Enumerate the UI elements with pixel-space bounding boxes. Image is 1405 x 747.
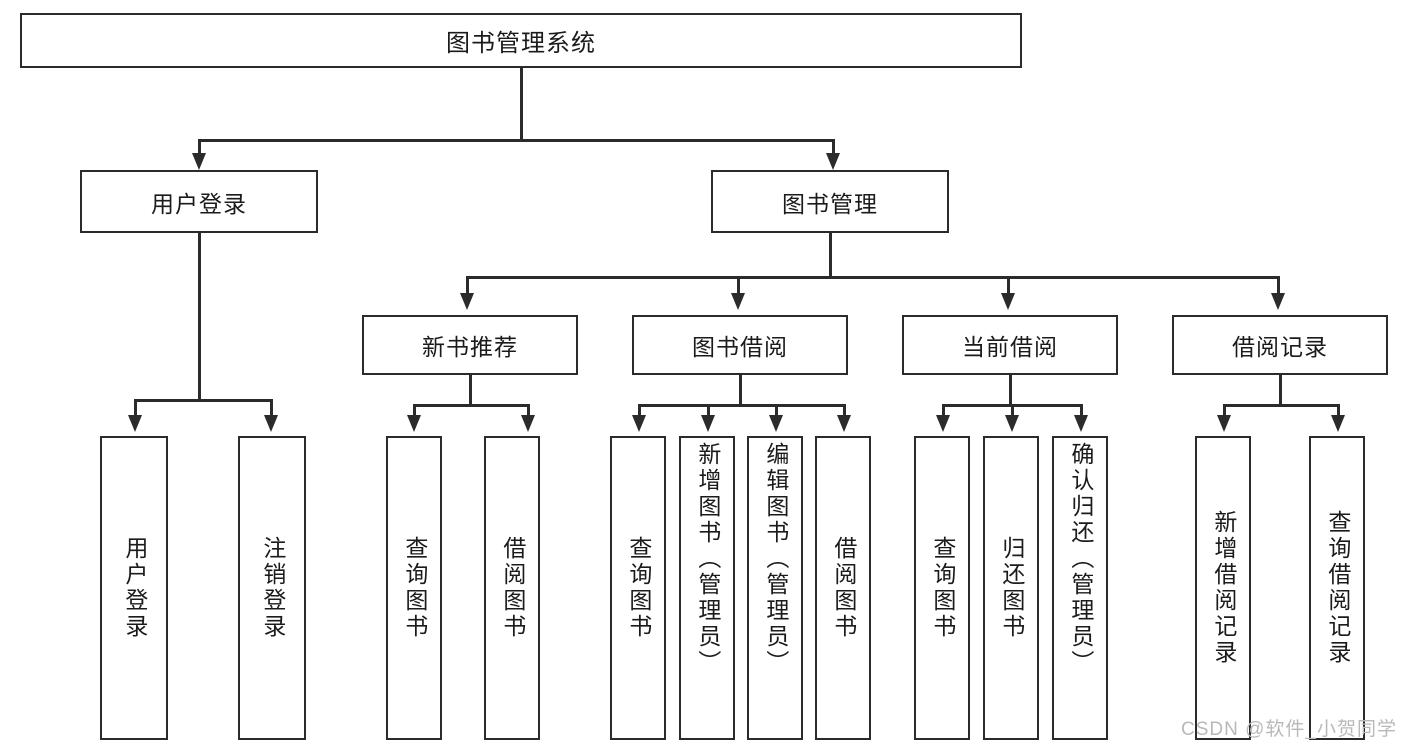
leaf-borrow-borrow-book[interactable]: 借阅图书	[815, 436, 871, 740]
connector-borrow-to-leaf3	[775, 404, 778, 420]
connector-record-to-leaf2	[1337, 404, 1340, 420]
arrow-current-to-leaf3	[1074, 415, 1088, 432]
node-borrow-record[interactable]: 借阅记录	[1172, 315, 1388, 375]
connector-recommend-stem	[469, 375, 472, 405]
arrow-bookmgmt-to-n1	[460, 293, 474, 310]
leaf-logout[interactable]: 注销登录	[238, 436, 306, 740]
leaf-recommend-query-book[interactable]: 查询图书	[386, 436, 442, 740]
connector-bookmgmt-stem	[829, 233, 832, 277]
node-user-login[interactable]: 用户登录	[80, 170, 318, 233]
arrow-current-to-leaf1	[936, 415, 950, 432]
leaf-borrow-edit-book-admin[interactable]: 编辑图书（管理员）	[747, 436, 803, 740]
arrow-borrow-to-leaf3	[769, 415, 783, 432]
connector-borrow-bus	[638, 404, 846, 407]
csdn-watermark: CSDN @软件_小贺同学	[1181, 719, 1397, 740]
arrow-borrow-to-leaf4	[837, 415, 851, 432]
arrow-borrow-to-leaf2	[701, 415, 715, 432]
node-label: 当前借阅	[962, 334, 1058, 360]
node-label: 借阅图书	[499, 536, 526, 640]
arrow-bookmgmt-to-n4	[1271, 293, 1285, 310]
node-label: 新增图书（管理员）	[694, 442, 721, 676]
leaf-current-query-book[interactable]: 查询图书	[914, 436, 970, 740]
leaf-borrow-add-book-admin[interactable]: 新增图书（管理员）	[679, 436, 735, 740]
node-label: 查询图书	[401, 536, 428, 640]
leaf-record-add-record[interactable]: 新增借阅记录	[1195, 436, 1251, 740]
node-label: 查询借阅记录	[1324, 510, 1351, 666]
arrow-record-to-leaf1	[1217, 415, 1231, 432]
arrow-recommend-to-leaf1	[407, 415, 421, 432]
node-book-management[interactable]: 图书管理	[711, 170, 949, 233]
node-label: 确认归还（管理员）	[1067, 442, 1094, 676]
connector-root-to-bookmgmt	[832, 139, 835, 160]
connector-recommend-to-leaf1	[413, 404, 416, 420]
connector-current-stem	[1009, 375, 1012, 405]
leaf-current-return-book[interactable]: 归还图书	[983, 436, 1039, 740]
arrow-bookmgmt-to-n3	[1001, 293, 1015, 310]
node-label: 查询图书	[929, 536, 956, 640]
connector-bookmgmt-to-n2	[737, 276, 740, 297]
leaf-current-confirm-return-admin[interactable]: 确认归还（管理员）	[1052, 436, 1108, 740]
leaf-user-login[interactable]: 用户登录	[100, 436, 168, 740]
leaf-recommend-borrow-book[interactable]: 借阅图书	[484, 436, 540, 740]
connector-login-to-leaf2	[270, 399, 273, 420]
node-label: 注销登录	[259, 536, 286, 640]
connector-login-to-leaf1	[134, 399, 137, 420]
node-label: 借阅图书	[830, 536, 857, 640]
arrow-root-to-bookmgmt	[826, 153, 840, 170]
node-current-borrow[interactable]: 当前借阅	[902, 315, 1118, 375]
arrow-login-to-leaf1	[128, 415, 142, 432]
connector-borrow-to-leaf4	[843, 404, 846, 420]
connector-bookmgmt-to-n4	[1277, 276, 1280, 297]
node-label: 借阅记录	[1232, 334, 1328, 360]
node-new-book-recommend[interactable]: 新书推荐	[362, 315, 578, 375]
node-label: 查询图书	[625, 536, 652, 640]
leaf-record-query-record[interactable]: 查询借阅记录	[1309, 436, 1365, 740]
connector-login-stem	[198, 233, 201, 400]
node-label: 用户登录	[121, 536, 148, 640]
arrow-borrow-to-leaf1	[632, 415, 646, 432]
node-label: 图书管理	[782, 190, 878, 217]
connector-record-bus	[1223, 404, 1339, 407]
connector-root-stem	[520, 68, 523, 140]
connector-root-to-login	[198, 139, 201, 160]
connector-record-stem	[1279, 375, 1282, 405]
connector-current-to-leaf2	[1011, 404, 1014, 420]
arrow-login-to-leaf2	[264, 415, 278, 432]
arrow-root-to-login	[192, 153, 206, 170]
connector-root-bus	[198, 139, 834, 142]
node-label: 图书借阅	[692, 334, 788, 360]
connector-recommend-bus	[413, 404, 529, 407]
connector-borrow-stem	[739, 375, 742, 405]
arrow-recommend-to-leaf2	[521, 415, 535, 432]
arrow-bookmgmt-to-n2	[731, 293, 745, 310]
connector-borrow-to-leaf2	[707, 404, 710, 420]
connector-record-to-leaf1	[1223, 404, 1226, 420]
connector-current-to-leaf1	[942, 404, 945, 420]
node-book-borrow[interactable]: 图书借阅	[632, 315, 848, 375]
node-label: 新书推荐	[422, 334, 518, 360]
connector-bookmgmt-bus	[466, 276, 1280, 279]
node-label: 图书管理系统	[446, 30, 596, 57]
arrow-current-to-leaf2	[1005, 415, 1019, 432]
connector-recommend-to-leaf2	[527, 404, 530, 420]
connector-current-to-leaf3	[1080, 404, 1083, 420]
arrow-record-to-leaf2	[1331, 415, 1345, 432]
connector-borrow-to-leaf1	[638, 404, 641, 420]
connector-login-bus	[134, 399, 272, 402]
node-label: 编辑图书（管理员）	[762, 442, 789, 676]
connector-bookmgmt-to-n1	[466, 276, 469, 297]
node-label: 归还图书	[998, 536, 1025, 640]
leaf-borrow-query-book[interactable]: 查询图书	[610, 436, 666, 740]
node-label: 用户登录	[151, 190, 247, 217]
node-root-system[interactable]: 图书管理系统	[20, 13, 1022, 68]
connector-bookmgmt-to-n3	[1007, 276, 1010, 297]
node-label: 新增借阅记录	[1210, 510, 1237, 666]
